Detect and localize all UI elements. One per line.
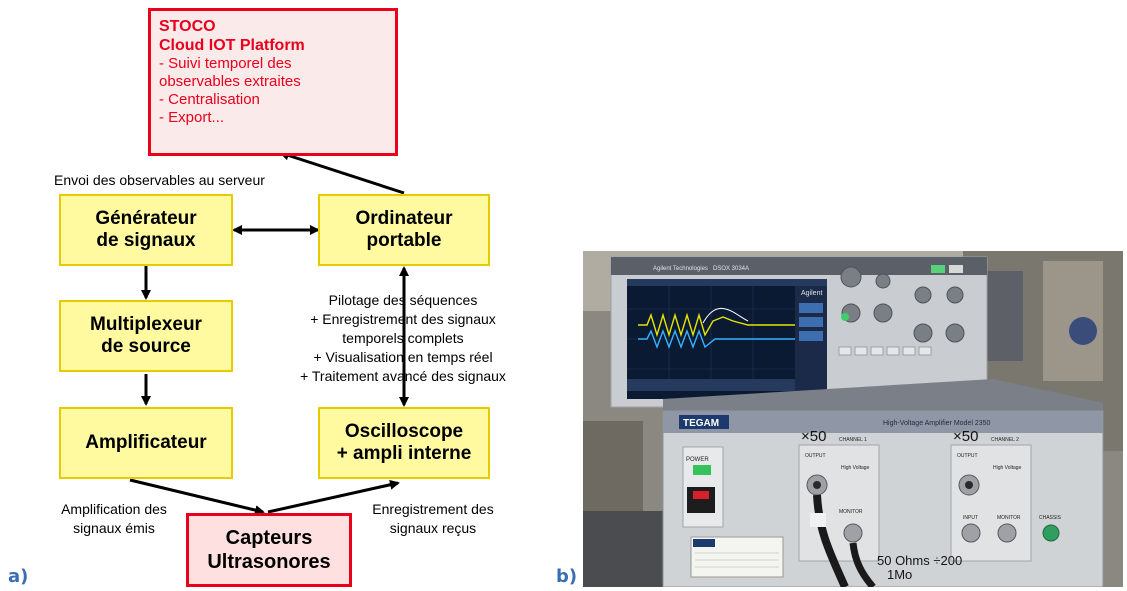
cloud-title: STOCO: [159, 18, 216, 35]
scope-brand: Agilent: [801, 290, 822, 297]
panel-a-label: a): [8, 566, 29, 587]
box-line: de source: [101, 336, 191, 357]
output-label-1: OUTPUT: [805, 453, 826, 459]
box-line: Ordinateur: [355, 208, 453, 229]
hv-label-1: High Voltage: [841, 465, 870, 471]
note-line: + Traitement avancé des signaux: [300, 368, 506, 384]
note-line: Pilotage des séquences: [328, 292, 478, 308]
box-line: Capteurs: [225, 527, 313, 549]
ultrasonic-sensors-box: Capteurs Ultrasonores: [186, 513, 352, 587]
amplifier-box: Amplificateur: [59, 407, 233, 479]
signal-generator-box: Générateur de signaux: [59, 194, 233, 266]
hv-label-2: High Voltage: [993, 465, 1022, 471]
box-line: Amplificateur: [85, 432, 207, 453]
amp-model: High-Voltage Amplifier Model 2350: [883, 420, 991, 427]
amplifier-device: TEGAM High-Voltage Amplifier Model 2350 …: [662, 379, 1104, 587]
channel1-label: CHANNEL 1: [839, 437, 867, 443]
control-note: Pilotage des séquences + Enregistrement …: [262, 291, 544, 386]
note-line: + Visualisation en temps réel: [313, 349, 493, 365]
svg-text:Agilent Technologies: Agilent Technologies: [653, 266, 708, 272]
monitor-label-1: MONITOR: [839, 509, 863, 515]
box-line: Oscilloscope: [344, 421, 464, 442]
arrow-amp-to-sensors: [129, 478, 265, 515]
cloud-line: observables extraites: [159, 73, 301, 90]
cloud-platform-box: STOCO Cloud IOT Platform - Suivi tempore…: [148, 8, 398, 156]
gain-ch1: ×50: [801, 428, 826, 445]
input-label: INPUT: [963, 515, 978, 521]
power-label: POWER: [686, 457, 709, 463]
mo-note: 1Mo: [887, 567, 912, 582]
panel-b-label: b): [556, 566, 578, 587]
recording-note: Enregistrement des signaux reçus: [358, 500, 508, 538]
amplification-note: Amplification des signaux émis: [44, 500, 184, 538]
channel2-label: CHANNEL 2: [991, 437, 1019, 443]
monitor-label-2: MONITOR: [997, 515, 1021, 521]
chassis-label: CHASSIS: [1039, 515, 1062, 521]
note-line: Amplification des: [61, 501, 167, 517]
amp-brand: TEGAM: [683, 418, 719, 429]
multiplexer-box: Multiplexeur de source: [59, 300, 233, 372]
cloud-line: - Suivi temporel des: [159, 55, 292, 72]
gain-ch2: ×50: [953, 428, 978, 445]
arrow-sensors-to-oscilloscope: [267, 479, 400, 514]
impedance-note: 50 Ohms ÷200: [877, 553, 962, 568]
send-to-server-note: Envoi des observables au serveur: [54, 172, 265, 188]
oscilloscope-box: Oscilloscope + ampli interne: [318, 407, 490, 479]
note-line: signaux émis: [73, 520, 155, 536]
cloud-subtitle: Cloud IOT Platform: [159, 37, 305, 54]
cloud-line: - Centralisation: [159, 91, 260, 108]
note-line: + Enregistrement des signaux: [310, 311, 496, 327]
box-line: Générateur: [95, 208, 197, 229]
svg-text:DSOX 3034A: DSOX 3034A: [713, 266, 749, 272]
arrow-laptop-to-cloud: [279, 150, 405, 195]
cloud-line: - Export...: [159, 109, 225, 126]
equipment-photo: Agilent Technologies DSOX 3034A Agilent: [583, 251, 1123, 587]
box-line: portable: [366, 230, 442, 251]
oscilloscope-device: Agilent Technologies DSOX 3034A Agilent: [610, 256, 988, 408]
box-line: + ampli interne: [336, 443, 472, 464]
note-line: temporels complets: [342, 330, 464, 346]
note-line: signaux reçus: [389, 520, 477, 536]
output-label-2: OUTPUT: [957, 453, 978, 459]
diagram-connectors: [129, 150, 409, 515]
box-line: de signaux: [96, 230, 196, 251]
box-line: Multiplexeur: [90, 314, 202, 335]
laptop-box: Ordinateur portable: [318, 194, 490, 266]
box-line: Ultrasonores: [207, 551, 331, 573]
note-line: Enregistrement des: [372, 501, 494, 517]
equipment-photo-drawing: Agilent Technologies DSOX 3034A Agilent: [583, 251, 1123, 587]
